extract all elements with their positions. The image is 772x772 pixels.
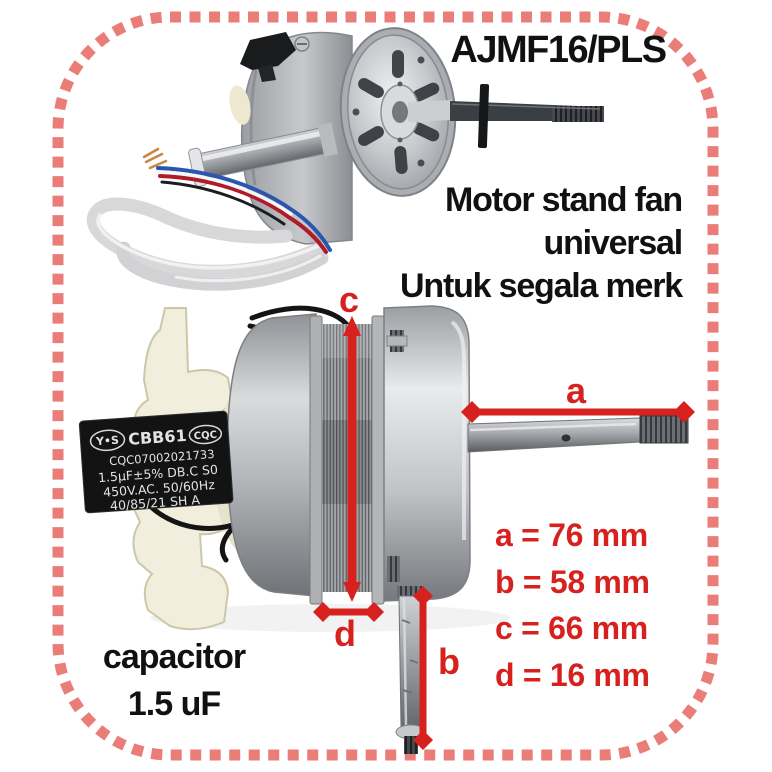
hub-center	[392, 101, 408, 123]
black-bracket-tab	[258, 64, 276, 82]
capacitor-temp-class: 40/85/21 SH A	[110, 492, 201, 513]
model-title: AJMF16/PLS	[450, 29, 667, 71]
dimension-value-b: b = 58 mm	[495, 563, 650, 600]
dimension-value-a: a = 76 mm	[495, 517, 648, 553]
lamination-flange-left	[309, 315, 323, 605]
capacitor-type: CBB61	[128, 426, 188, 449]
dim-letter-a: a	[566, 370, 587, 411]
front-shaft-threads	[639, 415, 689, 444]
rod-highlight	[402, 597, 408, 727]
black-bracket	[240, 32, 296, 70]
lamination-flange-right	[371, 315, 385, 605]
front-shaft	[467, 417, 641, 453]
hub-screw	[397, 81, 403, 87]
shaft-highlight	[451, 103, 601, 110]
vent-slots	[358, 50, 440, 174]
wire-bundle	[86, 147, 332, 291]
capacitor-body	[78, 410, 234, 514]
bell-highlight	[450, 320, 466, 540]
dimension-values: a = 76 mm b = 58 mm c = 66 mm d = 16 mm	[495, 512, 650, 698]
oscillator-pin	[188, 122, 338, 187]
capacitor: Y•S CBB61 CQC CQC07002021733 1.5µF±5% DB…	[78, 410, 234, 514]
rim-holes	[352, 56, 425, 167]
dim-arrow-a	[461, 401, 695, 423]
dim-letter-d: d	[334, 613, 356, 654]
capacitor-cert: CQC	[193, 430, 217, 443]
plastic-bushing	[229, 85, 251, 125]
dimension-value-c: c = 66 mm	[495, 610, 648, 646]
shaft-pin-hole	[561, 434, 571, 442]
capacitor-note-line: capacitor	[102, 638, 246, 676]
dim-arrow-d	[313, 602, 384, 622]
description-line: universal	[543, 224, 684, 262]
front-bell	[383, 305, 471, 602]
dim-arrow-c	[343, 316, 361, 602]
bottom-stud	[387, 556, 400, 582]
capacitor-label: Y•S CBB61 CQC CQC07002021733 1.5µF±5% DB…	[89, 424, 223, 513]
capacitor-note-line: 1.5 uF	[127, 685, 221, 723]
description-line: Motor stand fan	[445, 181, 683, 219]
dim-arrow-b	[413, 586, 433, 750]
dim-letter-c: c	[339, 279, 359, 320]
cert-oval	[188, 424, 223, 445]
capacitor-note: capacitor 1.5 uF	[88, 634, 260, 728]
rear-bell	[226, 313, 317, 597]
mounting-rod	[398, 595, 423, 729]
front-shaft-highlight	[469, 422, 637, 432]
hub-screw	[397, 137, 403, 143]
dimension-value-d: d = 16 mm	[495, 656, 650, 693]
stripped-wire-tips	[142, 147, 168, 170]
dashed-stamp-border	[52, 11, 719, 761]
rod-mottle	[401, 619, 419, 694]
capacitor-brand: Y•S	[95, 434, 120, 449]
case-contour	[249, 69, 258, 186]
rear-shaft-threads	[552, 106, 604, 122]
shaft-base	[408, 100, 452, 122]
product-description: Motor stand fan universal Untuk segala m…	[400, 179, 684, 308]
dimension-annotations: c a d b	[313, 279, 695, 750]
brand-oval	[89, 429, 126, 452]
top-motor-photo	[86, 27, 604, 291]
dim-letter-b: b	[438, 641, 460, 682]
cross-pin	[477, 83, 490, 149]
description-line: Untuk segala merk	[400, 267, 683, 305]
top-stud-nut	[386, 335, 408, 347]
